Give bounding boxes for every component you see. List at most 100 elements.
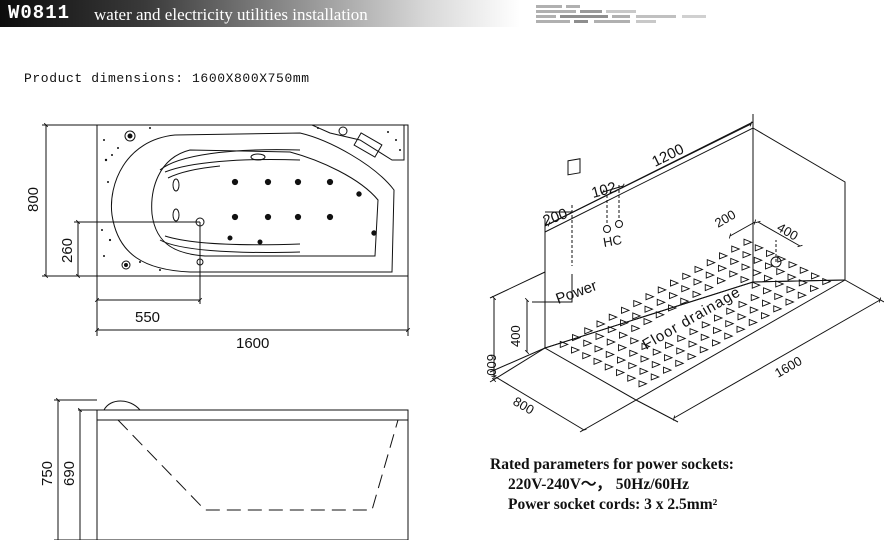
drainage-triangle <box>632 312 642 320</box>
drainage-triangle <box>620 319 630 327</box>
drainage-triangle <box>822 277 832 286</box>
drainage-triangle <box>701 321 711 329</box>
drainage-triangle <box>692 290 702 299</box>
drainage-triangle <box>687 352 697 361</box>
drainage-triangle <box>645 293 655 301</box>
drainage-triangle <box>737 313 747 321</box>
drainage-triangle <box>799 266 809 275</box>
header-bar: W0811 water and electricity utilities in… <box>0 0 520 27</box>
power-socket <box>567 158 581 176</box>
drainage-triangle <box>738 300 748 309</box>
drainage-triangle <box>582 351 592 360</box>
drainage-triangle <box>714 314 724 322</box>
hot-pipe <box>603 225 611 233</box>
drainage-triangle <box>633 299 643 308</box>
drainage-triangle <box>761 311 771 320</box>
drainage-triangle <box>718 264 728 272</box>
drainage-triangle <box>742 250 752 259</box>
drainage-triangle <box>765 262 775 270</box>
drainage-triangle <box>571 346 581 354</box>
side-outline <box>96 409 409 540</box>
drainage-triangle <box>776 267 786 276</box>
drainage-triangle <box>651 360 661 369</box>
rated-cords: Power socket cords: 3 x 2.5mm² <box>508 496 718 513</box>
drainage-triangle <box>713 326 723 335</box>
drainage-triangle <box>785 298 795 306</box>
drainage-triangle <box>731 245 741 253</box>
drainage-triangle <box>763 287 773 295</box>
drainage-triangle <box>584 327 594 335</box>
drainage-triangle <box>777 255 787 263</box>
room-floor-label: Floor drainage <box>640 283 744 353</box>
drainage-triangle <box>736 325 746 333</box>
drainage-triangle <box>699 346 709 354</box>
drainage-triangle <box>641 342 651 351</box>
drainage-triangle <box>628 362 638 370</box>
drainage-triangle <box>572 333 582 342</box>
product-dimensions: Product dimensions: 1600X800X750mm <box>24 71 310 86</box>
drainage-triangle <box>583 339 593 347</box>
drainage-triangle <box>669 291 679 300</box>
floor-drainage-pattern <box>559 238 832 388</box>
rated-title: Rated parameters for power sockets: <box>490 456 734 473</box>
drainage-triangle <box>689 327 699 336</box>
drainage-triangle <box>740 275 750 284</box>
drainage-triangle <box>730 257 740 266</box>
drainage-triangle <box>656 298 666 307</box>
drainage-triangle <box>559 340 569 349</box>
drainage-triangle <box>607 325 617 334</box>
drainage-triangle <box>762 299 772 307</box>
jets <box>227 178 377 245</box>
room-view <box>489 114 884 433</box>
drainage-triangle <box>773 305 783 313</box>
drainage-triangle <box>627 374 637 382</box>
drainage-triangle <box>798 279 808 287</box>
drainage-triangle <box>639 367 649 376</box>
room-power-offset-label: 200 <box>541 205 570 230</box>
drainage-triangle <box>594 345 604 353</box>
drainage-triangle <box>650 373 660 381</box>
drainage-triangle <box>751 281 761 289</box>
drainage-triangle <box>694 265 704 274</box>
side-view-inner-height-label: 690 <box>61 461 78 486</box>
drainage-triangle <box>788 261 798 269</box>
drainage-triangle <box>638 380 648 388</box>
drainage-triangle <box>621 306 631 315</box>
drainage-triangle <box>724 332 734 340</box>
drainage-triangle <box>752 269 762 277</box>
drainage-triangle <box>706 258 716 267</box>
drainage-triangle <box>608 313 618 321</box>
drainage-triangle <box>786 285 796 294</box>
drainage-triangle <box>670 279 680 287</box>
drainage-triangle <box>743 238 753 246</box>
drainage-triangle <box>640 355 650 363</box>
drainage-triangle <box>705 271 715 279</box>
drainage-triangle <box>764 274 774 283</box>
drainage-triangle <box>643 317 653 326</box>
drainage-triangle <box>595 332 605 341</box>
drainage-triangle <box>619 331 629 339</box>
drainage-triangle <box>676 347 686 355</box>
drainage-triangle <box>593 357 603 365</box>
drainage-triangle <box>618 343 628 352</box>
drainage-triangle <box>712 339 722 347</box>
top-view <box>42 122 411 336</box>
drainage-triangle <box>682 272 692 280</box>
drainage-triangle <box>677 334 687 343</box>
drainage-triangle <box>605 350 615 359</box>
drainage-triangle <box>774 292 784 301</box>
drainage-triangle <box>596 320 606 328</box>
room-length-label: 1600 <box>772 353 805 380</box>
drainage-triangle <box>726 307 736 315</box>
drainage-triangle <box>664 354 674 362</box>
room-drain-offset-b-label: 400 <box>775 220 801 244</box>
model-code: W0811 <box>8 2 71 24</box>
drainage-triangle <box>811 272 821 280</box>
tub-bowl-outer <box>110 132 395 273</box>
drainage-triangle <box>629 349 639 357</box>
drainage-triangle <box>630 337 640 345</box>
drainage-triangle <box>717 277 727 285</box>
drainage-triangle <box>657 286 667 294</box>
drainage-triangle <box>663 366 673 374</box>
tub-outline <box>96 124 409 277</box>
